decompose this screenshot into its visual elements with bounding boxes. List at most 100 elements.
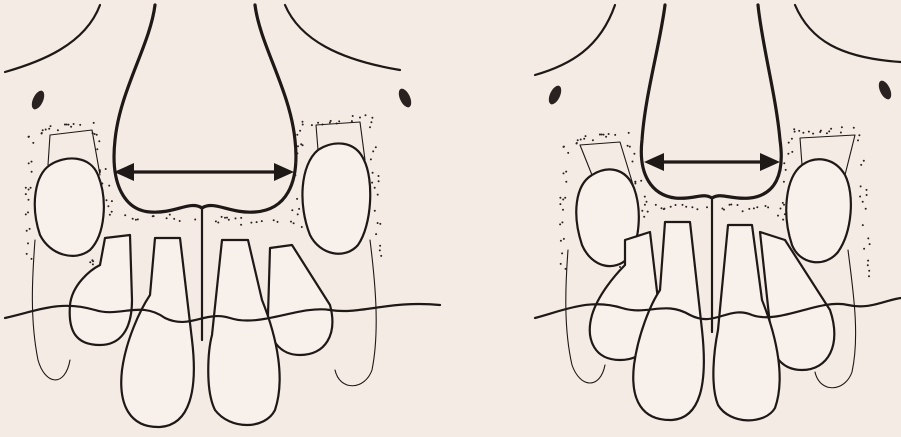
stipple-dot bbox=[802, 132, 804, 134]
stipple-dot bbox=[79, 124, 81, 126]
stipple-dot bbox=[559, 197, 561, 199]
canine-bud-left bbox=[35, 158, 104, 255]
stipple-dot bbox=[224, 217, 226, 219]
stipple-dot bbox=[371, 182, 373, 184]
stipple-dot bbox=[565, 171, 567, 173]
stipple-dot bbox=[634, 181, 636, 183]
stipple-dot bbox=[860, 164, 862, 166]
stipple-dot bbox=[866, 189, 868, 191]
stipple-dot bbox=[858, 134, 860, 136]
stipple-dot bbox=[25, 187, 27, 189]
stipple-dot bbox=[696, 208, 698, 210]
stipple-dot bbox=[830, 128, 832, 130]
stipple-dot bbox=[256, 221, 258, 223]
stipple-dot bbox=[867, 264, 869, 266]
gum-line bbox=[535, 298, 901, 319]
stipple-dot bbox=[26, 253, 28, 255]
stipple-dot bbox=[853, 127, 855, 129]
stipple-dot bbox=[31, 171, 33, 173]
stipple-dot bbox=[311, 124, 313, 126]
stipple-dot bbox=[45, 129, 47, 131]
lateral-incisor-right bbox=[268, 245, 332, 355]
stipple-dot bbox=[228, 219, 230, 221]
stipple-dot bbox=[812, 133, 814, 135]
stipple-dot bbox=[859, 196, 861, 198]
stipple-dot bbox=[646, 201, 648, 203]
stipple-dot bbox=[370, 121, 372, 123]
stipple-dot bbox=[867, 260, 869, 262]
stipple-dot bbox=[41, 132, 43, 134]
stipple-dot bbox=[562, 199, 564, 201]
stipple-dot bbox=[380, 255, 382, 257]
stipple-dot bbox=[132, 218, 134, 220]
stipple-dot bbox=[365, 114, 367, 116]
stipple-dot bbox=[25, 193, 27, 195]
stipple-dot bbox=[808, 131, 810, 133]
stipple-dot bbox=[89, 261, 91, 263]
stipple-dot bbox=[66, 124, 68, 126]
stipple-dot bbox=[585, 135, 587, 137]
stipple-dot bbox=[603, 134, 605, 136]
stipple-dot bbox=[614, 134, 616, 136]
stipple-dot bbox=[866, 194, 868, 196]
stipple-dot bbox=[374, 187, 376, 189]
stipple-dot bbox=[93, 122, 95, 124]
stipple-dot bbox=[153, 215, 155, 217]
stipple-dot bbox=[867, 237, 869, 239]
stipple-dot bbox=[559, 223, 561, 225]
stipple-dot bbox=[868, 270, 870, 272]
stipple-dot bbox=[706, 206, 708, 208]
stipple-dot bbox=[777, 215, 779, 217]
stipple-dot bbox=[644, 196, 646, 198]
stipple-dot bbox=[296, 134, 298, 136]
stipple-dot bbox=[221, 216, 223, 218]
stipple-dot bbox=[791, 151, 793, 153]
stipple-dot bbox=[782, 202, 784, 204]
stipple-dot bbox=[302, 121, 304, 123]
stipple-dot bbox=[826, 132, 828, 134]
stipple-dot bbox=[576, 142, 578, 144]
stipple-dot bbox=[27, 211, 29, 213]
stipple-dot bbox=[567, 152, 569, 154]
stipple-dot bbox=[240, 217, 242, 219]
stipple-dot bbox=[299, 130, 301, 132]
stipple-dot bbox=[841, 126, 843, 128]
stipple-dot bbox=[194, 219, 196, 221]
stipple-dot bbox=[640, 180, 642, 182]
stipple-dot bbox=[371, 117, 373, 119]
stipple-dot bbox=[261, 220, 263, 222]
stipple-dot bbox=[68, 124, 70, 126]
stipple-dot bbox=[226, 217, 228, 219]
stipple-dot bbox=[30, 187, 32, 189]
stipple-dot bbox=[215, 220, 217, 222]
stipple-dot bbox=[379, 249, 381, 251]
stipple-dot bbox=[563, 172, 565, 174]
nostril-left bbox=[29, 89, 47, 111]
stipple-dot bbox=[868, 275, 870, 277]
stipple-dot bbox=[863, 248, 865, 250]
left-face-contour bbox=[535, 5, 615, 75]
stipple-dot bbox=[675, 204, 677, 206]
stipple-dot bbox=[783, 204, 785, 206]
stipple-dot bbox=[372, 172, 374, 174]
stipple-dot bbox=[628, 132, 630, 134]
stipple-dot bbox=[293, 222, 295, 224]
stipple-dot bbox=[26, 230, 28, 232]
stipple-dot bbox=[840, 132, 842, 134]
stipple-dot bbox=[562, 209, 564, 211]
stipple-dot bbox=[48, 128, 50, 130]
stipple-dot bbox=[655, 204, 657, 206]
stipple-dot bbox=[737, 204, 739, 206]
stipple-dot bbox=[787, 153, 789, 155]
stipple-dot bbox=[783, 181, 785, 183]
stipple-dot bbox=[379, 223, 381, 225]
stipple-dot bbox=[632, 161, 634, 163]
stipple-dot bbox=[647, 211, 649, 213]
stipple-dot bbox=[294, 174, 296, 176]
stipple-dot bbox=[28, 199, 30, 201]
stipple-dot bbox=[137, 218, 139, 220]
stipple-dot bbox=[27, 242, 29, 244]
stipple-dot bbox=[785, 169, 787, 171]
stipple-dot bbox=[583, 138, 585, 140]
stipple-dot bbox=[793, 128, 795, 130]
